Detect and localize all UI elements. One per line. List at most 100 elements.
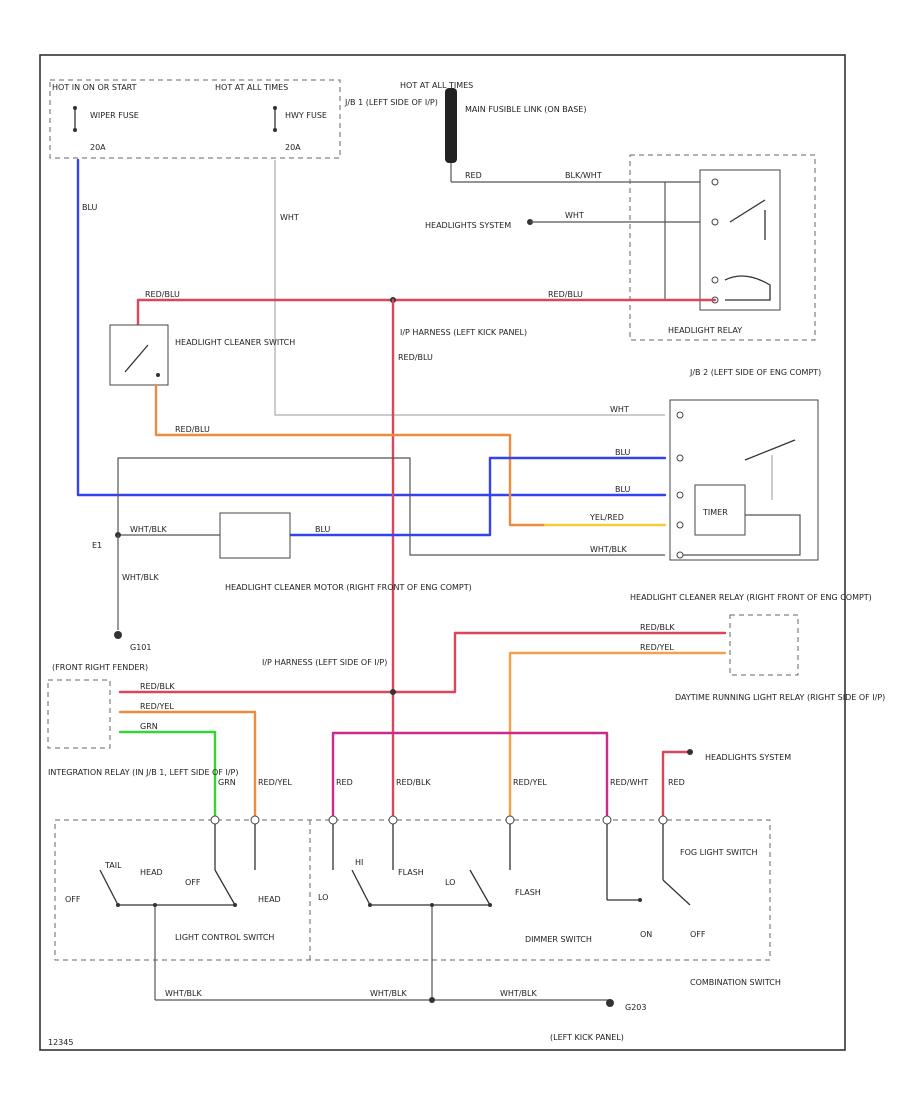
ground-c101-label: G101: [130, 643, 151, 652]
wht-hwy-wire: [274, 160, 665, 416]
red-vertical-wire-label: RED/BLU: [398, 353, 433, 362]
front-right-fender-label: (FRONT RIGHT FENDER): [52, 663, 148, 672]
blk-hp-wire-label: BLK/WHT: [565, 171, 602, 180]
head-2-label: HEAD: [258, 895, 281, 904]
red-v6-wire-label: RED: [668, 778, 685, 787]
red-blu-top-wire: [136, 298, 717, 332]
blu-wiper-wire-label: BLU: [82, 203, 98, 212]
wiper-fuse: [73, 106, 77, 132]
red-yel-int-wire: [118, 710, 257, 822]
light-control-switch: [99, 824, 256, 1000]
blu-jb2b-wire-label: BLU: [615, 485, 631, 494]
headlight-cleaner-relay-label: HEADLIGHT CLEANER RELAY (RIGHT FRONT OF …: [630, 593, 872, 602]
wht-blk-b3-wire-label: WHT/BLK: [500, 989, 537, 998]
main-link-wire-label: RED: [465, 171, 482, 180]
red-v2-wire-label: RED: [336, 778, 353, 787]
ground-c101: [114, 631, 122, 639]
hwy-fuse-label: HWY FUSE: [285, 111, 327, 120]
combination-switch-label: COMBINATION SWITCH: [690, 978, 781, 987]
jb2-label: J/B 2 (LEFT SIDE OF ENG COMPT): [689, 368, 821, 377]
red-blu-right-wire-label: RED/BLU: [548, 290, 583, 299]
grn-int-wire-label: GRN: [140, 722, 158, 731]
hot-at-all-times-top-label: HOT AT ALL TIMES: [215, 83, 288, 92]
headlights-system-bottom-label: HEADLIGHTS SYSTEM: [705, 753, 791, 762]
red-blk-drl-wire: [118, 631, 727, 694]
head-1-label: HEAD: [140, 868, 163, 877]
drl-relay-box: [729, 614, 799, 676]
red-yel-drl-wire: [508, 651, 727, 822]
left-kick-panel-label: (LEFT KICK PANEL): [550, 1033, 624, 1042]
blu-wiper-wire: [76, 158, 667, 497]
red-v4-wire-label: RED/YEL: [513, 778, 547, 787]
lo-1-label: LO: [318, 893, 328, 902]
flash-1-label: FLASH: [398, 868, 424, 877]
red-wht-wire: [331, 731, 609, 822]
flash-2-label: FLASH: [515, 888, 541, 897]
diagram-frame: [39, 54, 846, 1051]
hi-label: HI: [355, 858, 363, 867]
jb1-fuse-box: [49, 79, 341, 159]
headlight-cleaner-motor: [219, 512, 291, 559]
hot-run-start-label: HOT IN ON OR START: [52, 83, 137, 92]
main-fusible-link-label: MAIN FUSIBLE LINK (ON BASE): [465, 105, 586, 114]
headlight-relay-label: HEADLIGHT RELAY: [668, 326, 742, 335]
ip-harness-left-side-label: I/P HARNESS (LEFT SIDE OF I/P): [262, 658, 387, 667]
timer-box: [694, 484, 746, 536]
wht-blk-b2-wire-label: WHT/BLK: [370, 989, 407, 998]
light-control-switch-label: LIGHT CONTROL SWITCH: [175, 933, 274, 942]
fog-light-switch: [606, 824, 691, 906]
dimmer-switch-label: DIMMER SWITCH: [525, 935, 592, 944]
wht-jb2-wire-label: WHT: [610, 405, 629, 414]
headlights-system-top-label: HEADLIGHTS SYSTEM: [425, 221, 511, 230]
headlights-system-bottom-wire: [661, 750, 692, 822]
wht-blk-ground-wire: [117, 457, 665, 556]
red-v1-wire-label: RED/YEL: [258, 778, 292, 787]
jb1-label: J/B 1 (LEFT SIDE OF I/P): [344, 98, 438, 107]
red-yel-drl-wire-label: RED/YEL: [640, 643, 674, 652]
blu-motor-wire: [288, 456, 667, 537]
tail-label: TAIL: [104, 861, 122, 870]
red-v3-wire-label: RED/BLK: [396, 778, 431, 787]
fog-light-switch-label: FOG LIGHT SWITCH: [680, 848, 757, 857]
ground-g203-label: G203: [625, 1003, 646, 1012]
off-1-label: OFF: [65, 895, 81, 904]
off-fog-label: OFF: [690, 930, 706, 939]
red-blu-cleaner-wire-label: RED/BLU: [175, 425, 210, 434]
wht-blk-motor-wire-label: WHT/BLK: [130, 525, 167, 534]
blu-motor-wire-label: BLU: [315, 525, 331, 534]
red-blu-top-wire-label: RED/BLU: [145, 290, 180, 299]
red-blk-drl-wire-label: RED/BLK: [640, 623, 675, 632]
yel-red-wire-label: YEL/RED: [589, 513, 624, 522]
red-v5-wire-label: RED/WHT: [610, 778, 648, 787]
ip-harness-left-kick-label: I/P HARNESS (LEFT KICK PANEL): [400, 328, 527, 337]
dimmer-switch: [332, 824, 511, 1000]
wht-blk-b1-wire-label: WHT/BLK: [165, 989, 202, 998]
combination-switch-box: [54, 819, 771, 961]
wiper-fuse-amp: 20A: [90, 143, 106, 152]
wht-ea-wire-label: WHT: [565, 211, 584, 220]
hot-at-all-times-main-label: HOT AT ALL TIMES: [400, 81, 473, 90]
wht-hwy-wire-label: WHT: [280, 213, 299, 222]
timer-label: TIMER: [702, 508, 728, 517]
wiper-fuse-label: WIPER FUSE: [90, 111, 139, 120]
blu-jb2-wire-label: BLU: [615, 448, 631, 457]
wht-blk-ground-wire-label: WHT/BLK: [122, 573, 159, 582]
grn-int-wire: [118, 730, 217, 822]
drl-relay-label: DAYTIME RUNNING LIGHT RELAY (RIGHT SIDE …: [675, 693, 885, 702]
integration-relay-box: [47, 679, 111, 749]
integration-relay-label: INTEGRATION RELAY (IN J/B 1, LEFT SIDE O…: [48, 768, 238, 777]
red-blu-cleaner-wire: [154, 383, 547, 527]
lo-2-label: LO: [445, 878, 455, 887]
grn-vertical-wire-label: GRN: [218, 778, 236, 787]
e1-label: E1: [92, 541, 102, 550]
headlight-relay-box: [629, 154, 816, 341]
hwy-fuse: [273, 106, 277, 132]
main-fusible-link: [445, 88, 457, 163]
off-2-label: OFF: [185, 878, 201, 887]
red-yel-int-wire-label: RED/YEL: [140, 702, 174, 711]
wht-blk-jb2-wire-label: WHT/BLK: [590, 545, 627, 554]
on-label: ON: [640, 930, 652, 939]
headlight-cleaner-motor-label: HEADLIGHT CLEANER MOTOR (RIGHT FRONT OF …: [225, 583, 472, 592]
figure-id: 12345: [48, 1038, 73, 1047]
